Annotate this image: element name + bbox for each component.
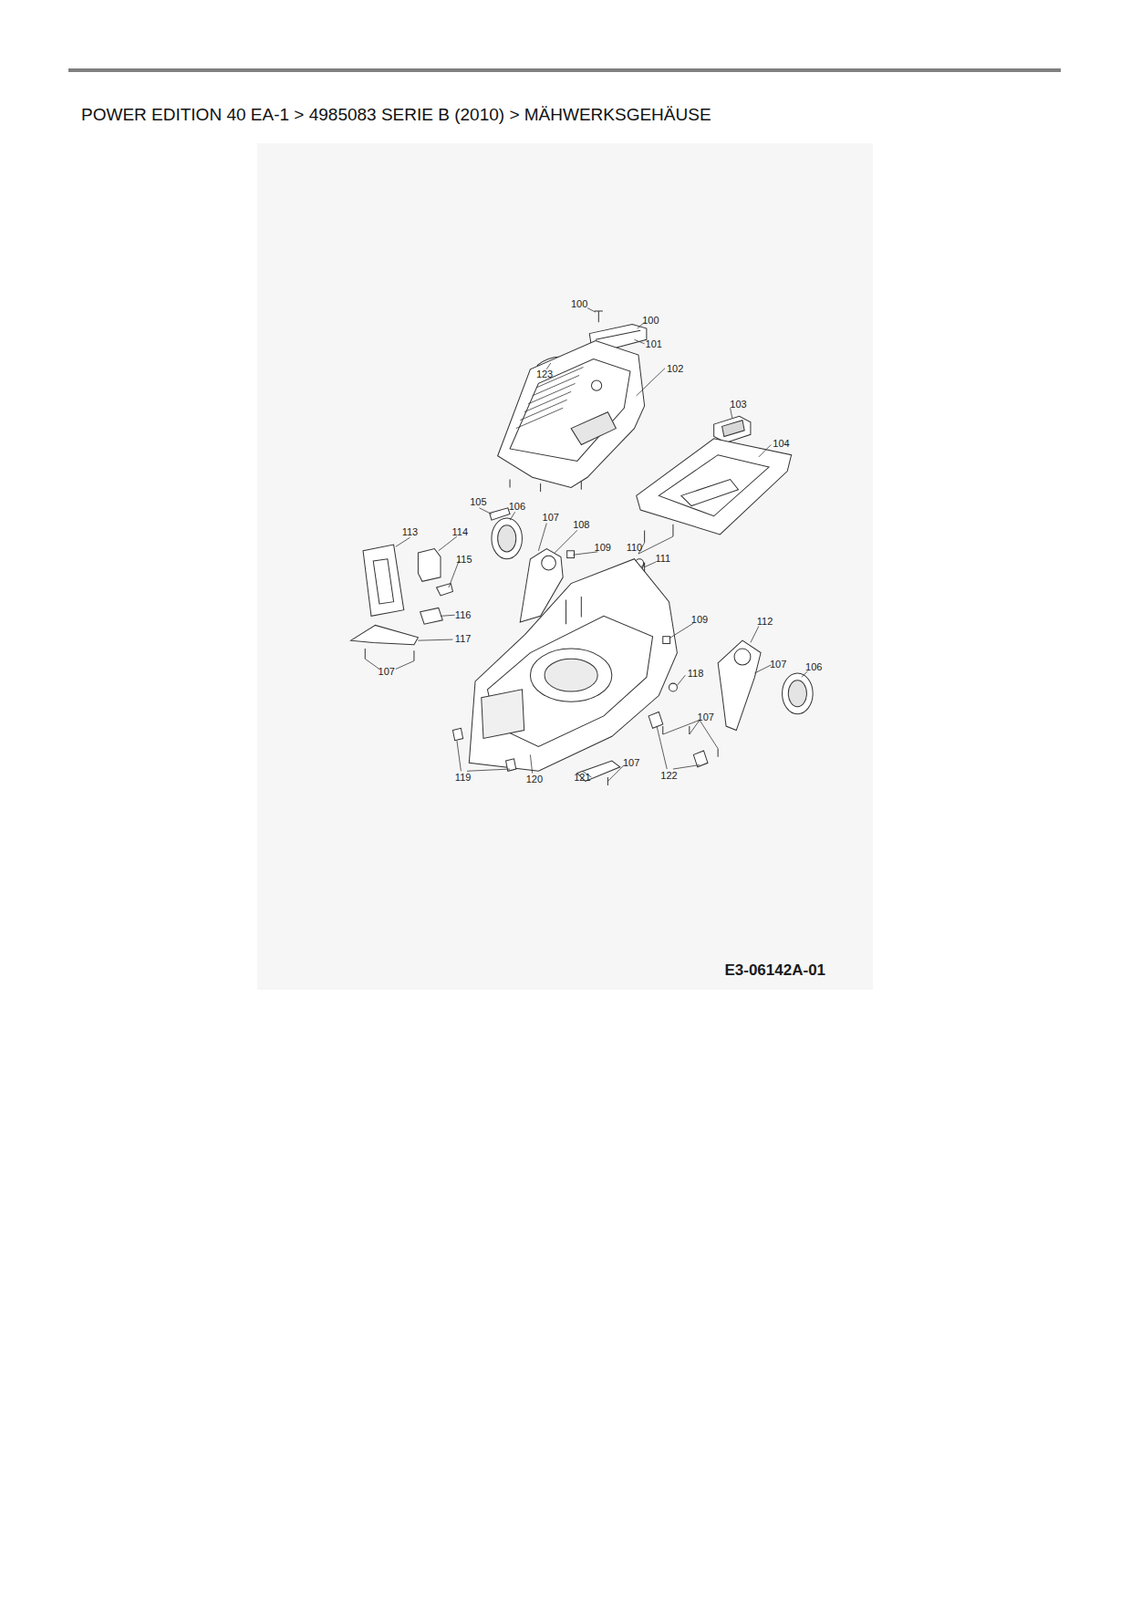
parts-drawing bbox=[351, 308, 813, 786]
callout-number: 111 bbox=[653, 552, 672, 564]
callout-number: 122 bbox=[659, 769, 678, 781]
callout-number: 107 bbox=[768, 658, 788, 670]
callout-number: 100 bbox=[570, 298, 589, 310]
callout-number: 112 bbox=[756, 615, 775, 627]
callout-number: 109 bbox=[593, 541, 613, 553]
callout-number: 101 bbox=[644, 338, 664, 350]
callout-number: 118 bbox=[686, 667, 706, 679]
callout-number: 109 bbox=[690, 613, 709, 625]
top-rule bbox=[68, 68, 1061, 73]
callout-number: 106 bbox=[804, 661, 823, 673]
callout-number: 100 bbox=[641, 314, 660, 326]
callout-number: 103 bbox=[728, 398, 748, 410]
callout-number: 107 bbox=[696, 711, 716, 723]
callout-number: 114 bbox=[450, 526, 469, 538]
callout-number: 106 bbox=[508, 500, 527, 512]
drawing-ground bbox=[257, 143, 873, 990]
callout-number: 107 bbox=[541, 511, 561, 523]
callout-number: 102 bbox=[665, 363, 685, 374]
callout-number: 120 bbox=[525, 773, 544, 785]
callout-number: 119 bbox=[454, 771, 473, 783]
callout-number: 107 bbox=[622, 757, 641, 768]
callout-number: 108 bbox=[571, 518, 591, 530]
drawing-number: E3-06142A-01 bbox=[724, 961, 826, 980]
callout-number: 117 bbox=[454, 632, 473, 644]
callout-number: 116 bbox=[454, 609, 473, 621]
callout-number: 104 bbox=[771, 437, 790, 449]
callout-number: 105 bbox=[468, 496, 488, 508]
callout-number: 107 bbox=[377, 665, 396, 677]
breadcrumb-title: POWER EDITION 40 EA-1 > 4985083 SERIE B … bbox=[81, 104, 712, 125]
callout-number: 121 bbox=[572, 771, 592, 783]
callout-number: 113 bbox=[401, 526, 420, 538]
callout-number: 110 bbox=[625, 541, 644, 553]
callout-number: 123 bbox=[535, 368, 554, 380]
callout-number: 115 bbox=[455, 553, 474, 565]
